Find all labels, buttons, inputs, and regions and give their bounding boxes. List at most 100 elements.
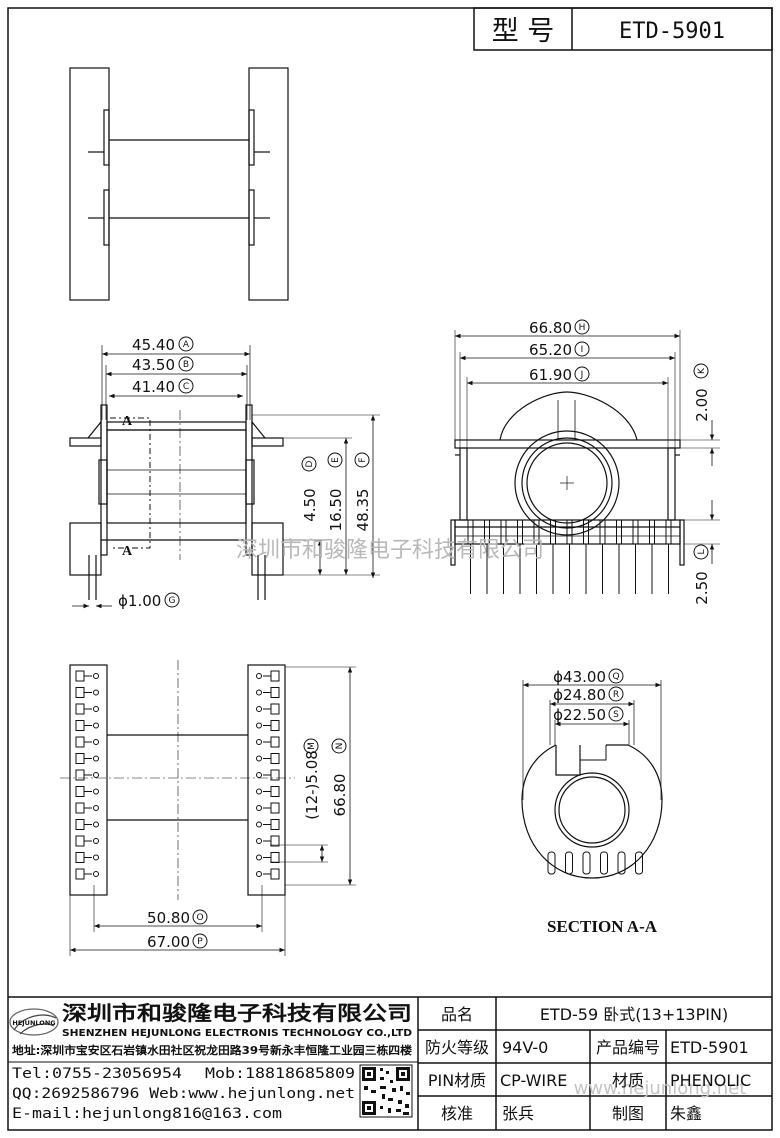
callout-q: Q xyxy=(612,672,619,682)
callout-b: B xyxy=(183,360,189,370)
pin-pad xyxy=(75,786,85,797)
pin-hole xyxy=(93,739,99,745)
pin-pad xyxy=(270,852,280,863)
section-marker-top: A xyxy=(122,414,133,429)
footer-table xyxy=(8,996,772,1130)
pin-pad xyxy=(270,736,280,748)
dim-i: 65.20 xyxy=(529,341,572,359)
pin-hole xyxy=(256,871,262,877)
dim-a: 45.40 xyxy=(132,336,175,354)
dim-c: 41.40 xyxy=(132,378,175,396)
pin-pad xyxy=(270,670,280,682)
model-value: ETD-5901 xyxy=(619,19,725,44)
pin-pad xyxy=(75,769,85,781)
pin-pad xyxy=(75,703,85,715)
section-view xyxy=(521,680,663,879)
pin-pad xyxy=(270,786,280,797)
top-view xyxy=(69,67,289,301)
pin-hole xyxy=(256,689,262,696)
dim-l: 2.50 xyxy=(693,571,711,604)
callout-s: S xyxy=(613,710,619,720)
callout-n: N xyxy=(335,743,345,750)
pin-hole xyxy=(256,805,262,811)
pin-material-label: PIN材质 xyxy=(428,1071,486,1090)
pin-hole xyxy=(256,854,262,861)
callout-r: R xyxy=(613,690,619,700)
company-address: 地址:深圳市宝安区石岩镇水田社区祝龙田路39号新永丰恒隆工业园三栋四楼 xyxy=(12,1043,412,1057)
bobbin-slot xyxy=(547,851,556,875)
model-title-block xyxy=(473,7,773,51)
company-logo xyxy=(9,1008,59,1036)
pin-pad xyxy=(270,835,280,847)
pin-hole xyxy=(93,772,99,778)
pin-hole xyxy=(93,838,99,844)
pin-pad xyxy=(75,670,85,682)
pin-hole xyxy=(256,739,262,745)
approved-value: 张兵 xyxy=(502,1104,534,1123)
bobbin-slot xyxy=(617,851,626,875)
pin-hole xyxy=(93,673,99,679)
dim-k: 2.00 xyxy=(693,388,711,421)
drawn-value: 朱鑫 xyxy=(670,1104,702,1123)
bobbin-slot xyxy=(565,851,573,875)
bottom-pins xyxy=(75,670,280,880)
pin-hole xyxy=(256,706,262,712)
fire-rating-label: 防火等级 xyxy=(425,1038,489,1057)
callout-i: I xyxy=(581,345,584,355)
pin-pad xyxy=(270,753,280,764)
callout-d: D xyxy=(305,460,315,467)
pin-hole xyxy=(256,755,262,762)
pin-hole xyxy=(93,706,99,712)
pin-hole xyxy=(93,755,99,762)
pin-pad xyxy=(75,835,85,847)
dim-n: 66.80 xyxy=(331,774,349,817)
bottom-view xyxy=(60,660,295,900)
pin-pad xyxy=(270,720,280,731)
pin-hole xyxy=(256,788,262,795)
section-marker-bottom: A xyxy=(122,544,133,559)
drawn-label: 制图 xyxy=(612,1104,644,1123)
dim-q: ϕ43.00 xyxy=(553,668,606,686)
pin-hole xyxy=(256,722,262,729)
company-name-en: SHENZHEN HEJUNLONG ELECTRONIS TECHNOLOGY… xyxy=(62,1028,412,1039)
fire-rating-value: 94V-0 xyxy=(502,1038,548,1057)
callout-k: K xyxy=(697,367,707,374)
dim-f: 48.35 xyxy=(354,489,372,532)
pin-pad xyxy=(75,753,85,764)
company-tel: Tel:0755-23056954 xyxy=(12,1066,182,1082)
pin-hole xyxy=(93,722,99,729)
pin-pad xyxy=(75,868,85,880)
company-qq-web: QQ:2692586796 Web:www.hejunlong.net xyxy=(12,1086,355,1102)
pin-hole xyxy=(256,821,262,828)
section-caption: SECTION A-A xyxy=(547,917,658,936)
pin-material-value: CP-WIRE xyxy=(500,1071,567,1090)
callout-h: H xyxy=(579,323,586,333)
pin-pad xyxy=(270,769,280,781)
dim-o: 50.80 xyxy=(147,909,190,927)
material-value: PHENOLIC xyxy=(670,1071,751,1090)
callout-a: A xyxy=(183,340,190,350)
company-email: E-mail:hejunlong816@163.com xyxy=(12,1106,282,1122)
pin-hole xyxy=(93,821,99,828)
dimension-lines xyxy=(69,330,720,956)
watermark-center: 深圳市和骏隆电子科技有限公司 xyxy=(236,538,544,563)
dim-h: 66.80 xyxy=(529,319,572,337)
pin-pad xyxy=(270,868,280,880)
section-slots xyxy=(547,851,643,875)
side-pins xyxy=(467,519,672,594)
watermark-corner: www.hejunlong.net xyxy=(574,1078,747,1099)
front-view xyxy=(69,345,284,600)
pin-pad xyxy=(75,802,85,814)
pin-pad xyxy=(75,736,85,748)
pin-pad xyxy=(75,819,85,830)
callout-o: O xyxy=(196,913,203,923)
company-mob: Mob:18818685809 xyxy=(205,1066,355,1082)
qr-code xyxy=(359,1064,413,1118)
pin-hole xyxy=(93,788,99,795)
dim-b: 43.50 xyxy=(132,356,175,374)
pin-collar xyxy=(632,519,639,545)
dim-m: (12-)5.08 xyxy=(303,750,321,820)
dim-e: 16.50 xyxy=(327,489,345,532)
product-code-value: ETD-5901 xyxy=(670,1038,749,1057)
